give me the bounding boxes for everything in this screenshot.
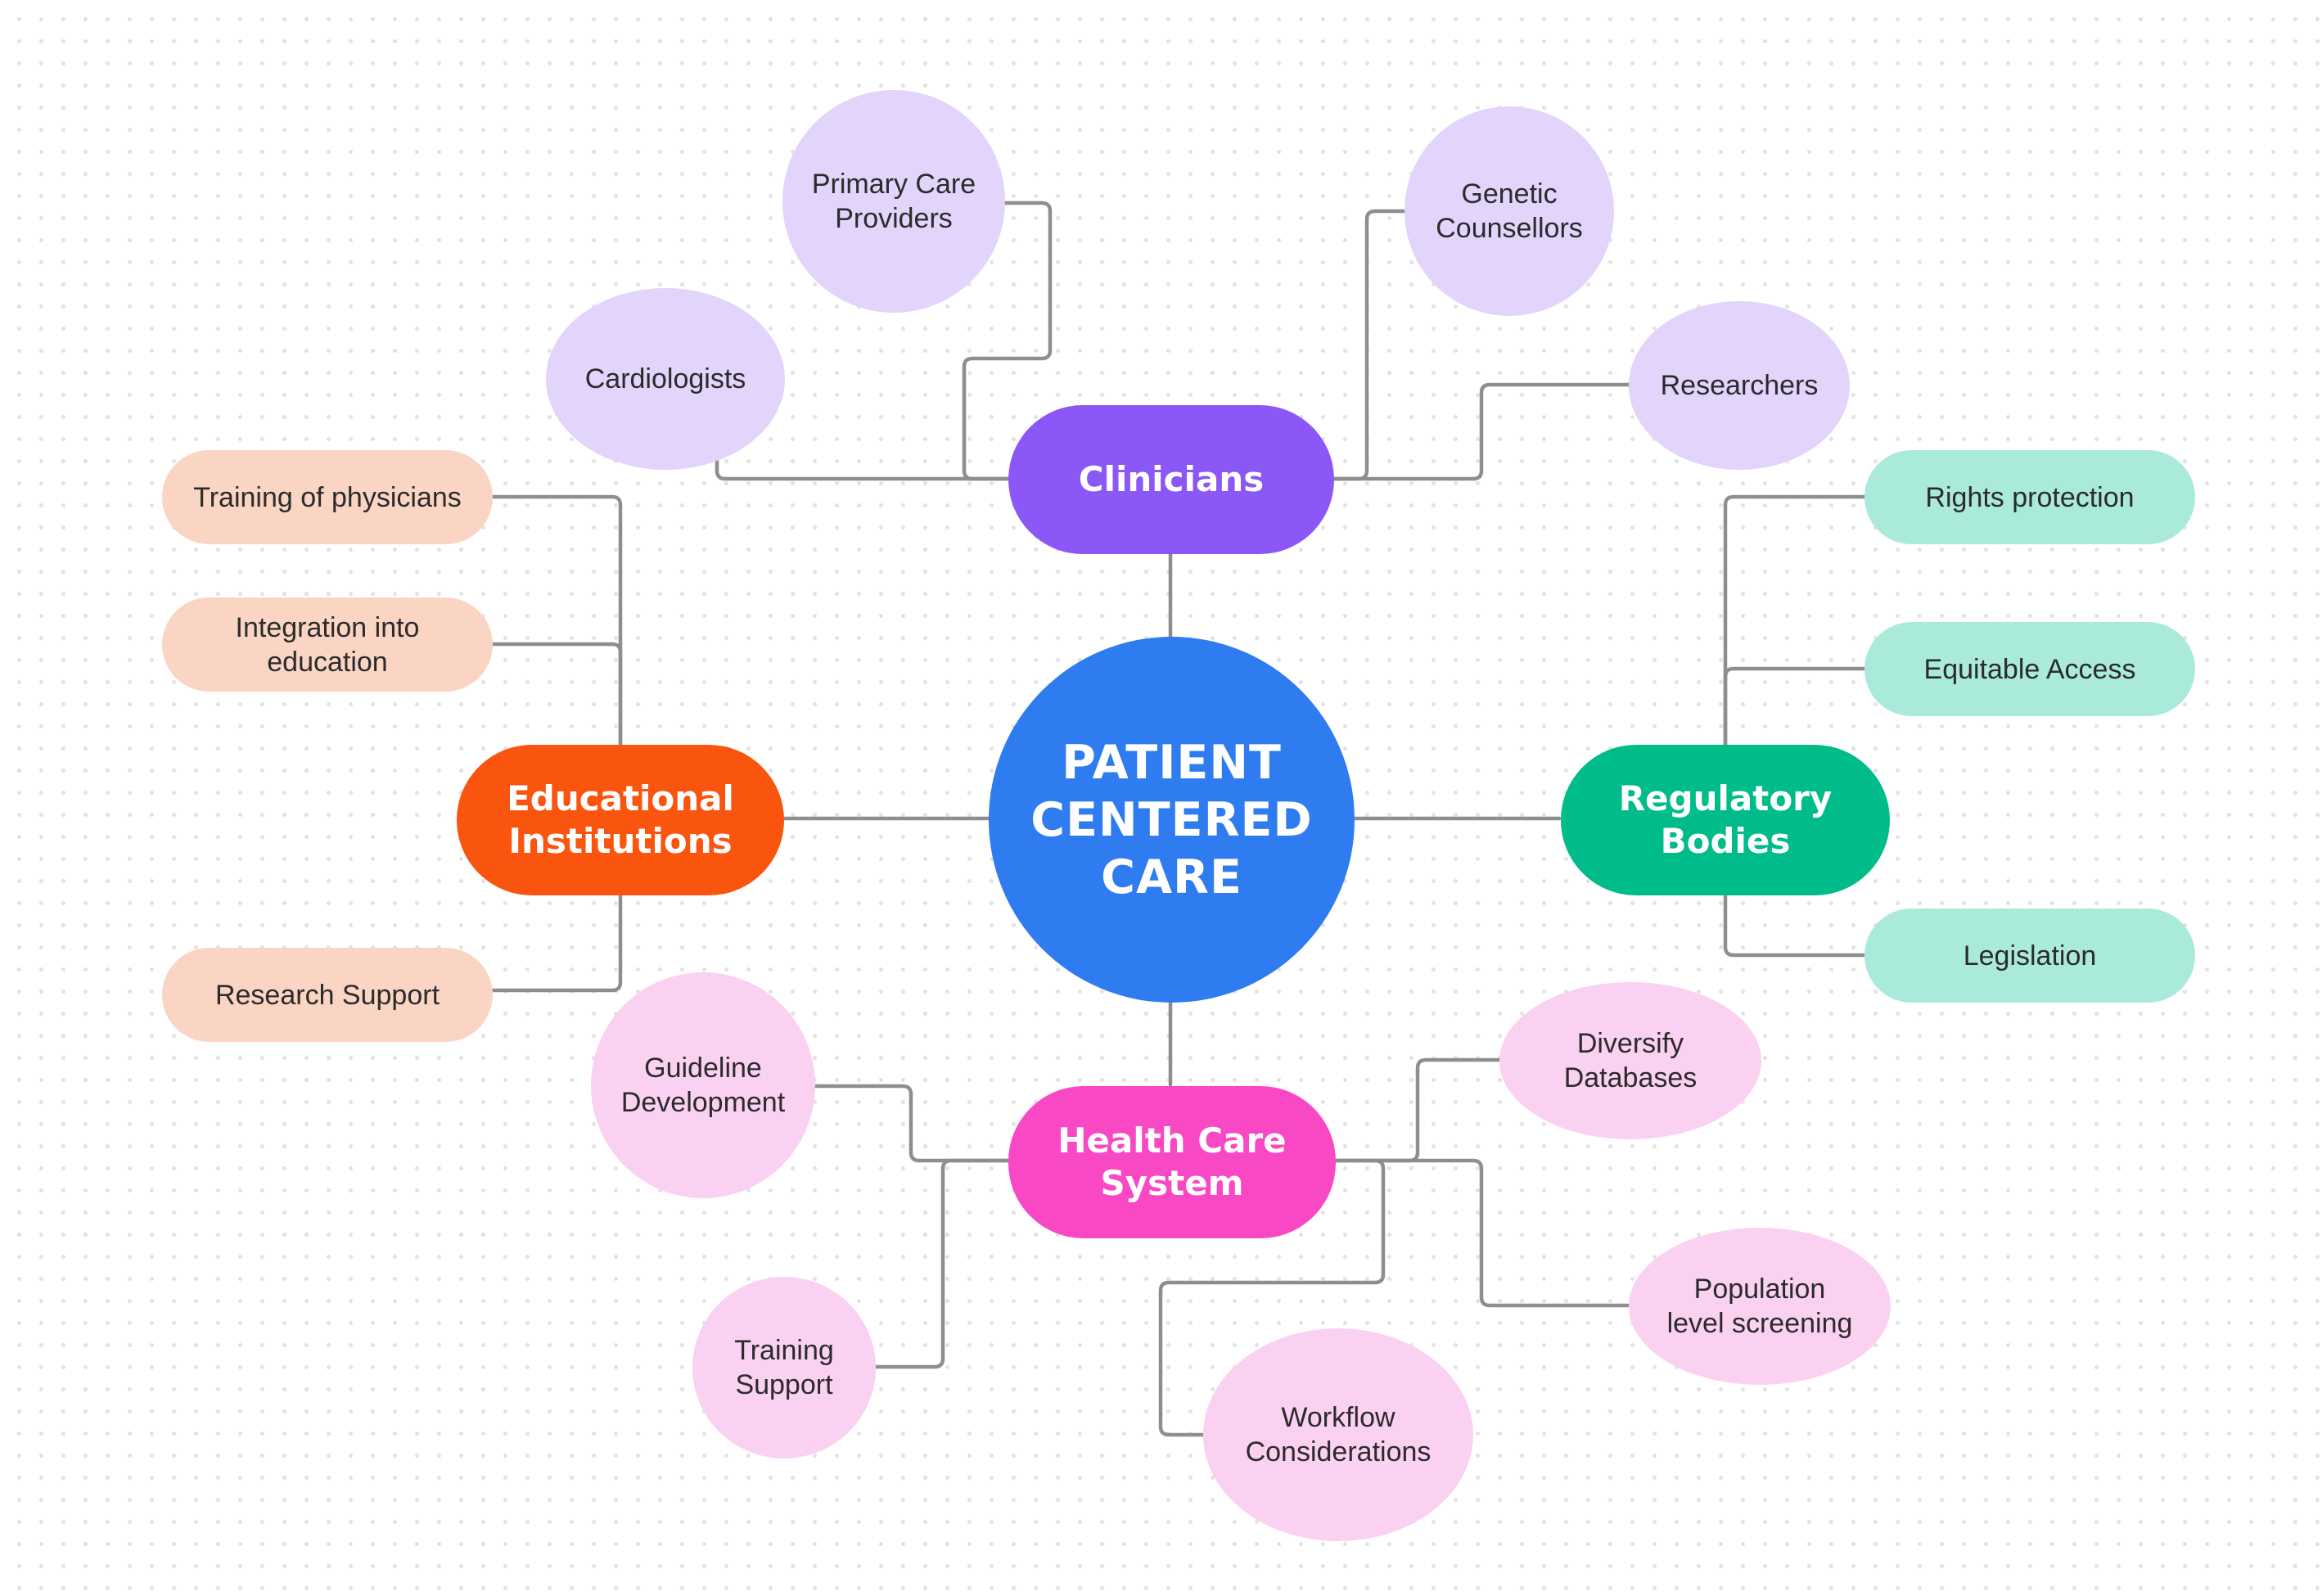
connector-education-research [489, 891, 623, 993]
branch-education-label: Educational Institutions [507, 778, 734, 861]
connector-healthcare-diversify [1330, 1057, 1502, 1163]
connector-clinicians-researchers [1330, 382, 1631, 481]
leaf-training-of-physicians: Training of physicians [162, 450, 493, 544]
leaf-label: Guideline Development [620, 1053, 786, 1118]
branch-clinicians-label: Clinicians [1078, 459, 1265, 499]
leaf-label: Research Support [214, 979, 440, 1011]
leaf-label: Integration into education [235, 611, 420, 678]
leaf-researchers: Researchers [1629, 301, 1850, 470]
branch-regulatory-bodies: Regulatory Bodies [1561, 745, 1890, 895]
leaf-label: Legislation [1963, 940, 2097, 972]
center-label: PATIENT CENTERED CARE [1030, 735, 1313, 904]
leaf-equitable-access: Equitable Access [1864, 622, 2195, 716]
connector-education-integration [489, 642, 623, 747]
leaf-rights-protection: Rights protection [1864, 450, 2195, 544]
leaf-legislation: Legislation [1864, 908, 2195, 1003]
center-node: PATIENT CENTERED CARE [989, 637, 1355, 1003]
connector-healthcare-workflow [1158, 1158, 1386, 1437]
leaf-label: Genetic Counsellors [1436, 178, 1583, 244]
leaf-label: Rights protection [1925, 481, 2135, 513]
connector-regulatory-rights [1723, 494, 1867, 747]
leaf-label: Primary Care Providers [811, 169, 976, 234]
leaf-label: Cardiologists [584, 363, 746, 394]
connector-clinicians-cardiologists [715, 407, 1011, 481]
connector-clinicians-genetic-counsellors [1330, 209, 1407, 481]
branch-educational-institutions: Educational Institutions [457, 745, 784, 895]
leaf-workflow-considerations: Workflow Considerations [1203, 1328, 1473, 1541]
leaf-label: Training Support [734, 1335, 834, 1400]
branch-regulatory-label: Regulatory Bodies [1618, 778, 1833, 861]
leaf-label: Equitable Access [1923, 653, 2136, 685]
leaf-training-support: Training Support [692, 1277, 876, 1458]
leaf-integration-into-education: Integration into education [162, 597, 493, 692]
leaf-guideline-development: Guideline Development [591, 972, 815, 1198]
branch-clinicians: Clinicians [1008, 405, 1334, 554]
leaf-research-support: Research Support [162, 948, 493, 1042]
connector-healthcare-population [1330, 1158, 1631, 1308]
branch-health-care-system: Health Care System [1008, 1086, 1336, 1238]
branch-healthcare-label: Health Care System [1057, 1120, 1287, 1203]
leaf-diversify-databases: Diversify Databases [1499, 982, 1761, 1139]
connector-healthcare-guideline [813, 1084, 1011, 1163]
connector-education-training [489, 494, 623, 747]
leaf-cardiologists: Cardiologists [546, 288, 785, 470]
leaf-population-level-screening: Population level screening [1629, 1228, 1891, 1385]
connector-regulatory-equitable [1723, 666, 1867, 747]
leaf-genetic-counsellors: Genetic Counsellors [1404, 106, 1614, 316]
leaf-label: Researchers [1660, 370, 1819, 401]
leaf-label: Workflow Considerations [1245, 1402, 1432, 1468]
leaf-primary-care-providers: Primary Care Providers [782, 90, 1005, 313]
connector-regulatory-legislation [1723, 891, 1867, 958]
connector-clinicians-primary-care [962, 201, 1053, 481]
connector-healthcare-training-support [873, 1158, 1011, 1369]
leaf-label: Diversify Databases [1563, 1028, 1698, 1093]
leaf-label: Training of physicians [193, 481, 462, 513]
leaf-label: Population level screening [1666, 1274, 1853, 1339]
